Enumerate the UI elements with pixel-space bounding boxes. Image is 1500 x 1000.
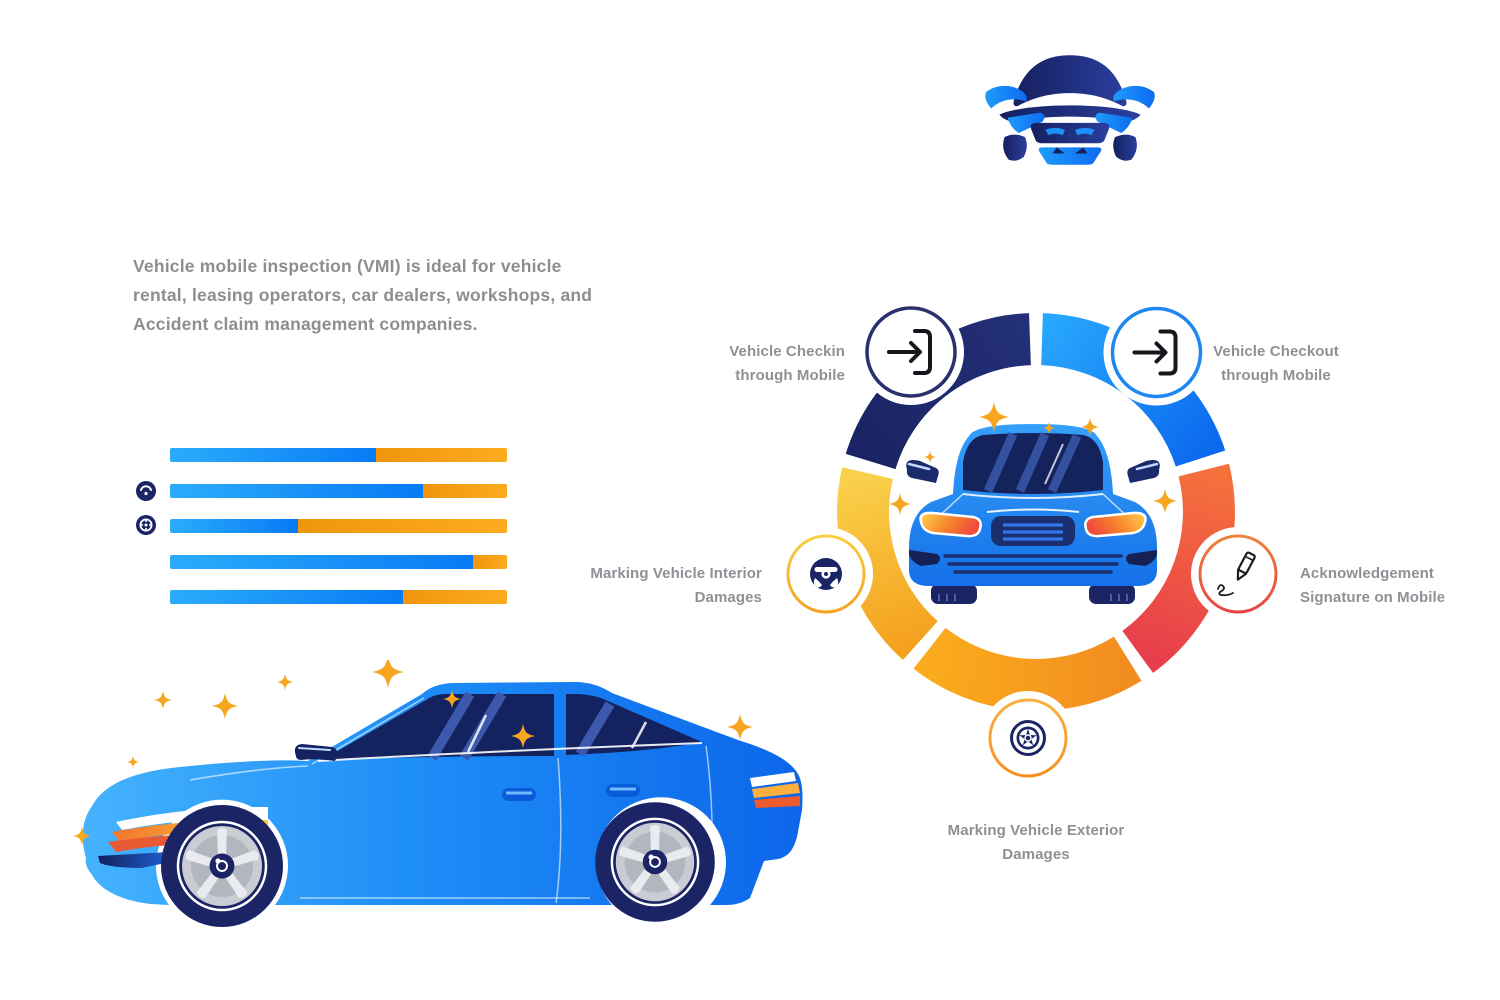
tire-icon — [1010, 720, 1046, 756]
front-wheel — [161, 805, 283, 927]
sparkle-icon — [73, 660, 753, 845]
bar-segment-orange — [298, 519, 507, 533]
bar-segment-orange — [422, 483, 507, 498]
intro-line: Vehicle mobile inspection (VMI) is ideal… — [133, 255, 562, 276]
wheel-icon — [136, 515, 156, 535]
bar-segment-orange — [375, 448, 507, 462]
car-front-logo — [985, 55, 1155, 165]
bar-row — [170, 554, 507, 569]
signature-pen-icon — [1217, 551, 1256, 597]
bar-segment-orange — [473, 554, 507, 569]
bar-row — [170, 483, 507, 498]
bar-segment-orange — [402, 590, 507, 604]
steering-wheel-icon — [810, 558, 842, 590]
label-vehicle-checkout: Vehicle Checkout through Mobile — [1213, 343, 1339, 384]
intro-text: Vehicle mobile inspection (VMI) is ideal… — [133, 252, 592, 339]
vmi-bar-chart — [170, 448, 507, 604]
label-exterior-damages: Marking Vehicle Exterior Damages — [947, 822, 1125, 863]
rear-wheel — [595, 802, 715, 922]
bar-segment-blue — [170, 590, 403, 604]
intro-line: rental, leasing operators, car dealers, … — [133, 284, 593, 305]
label-interior-damages: Marking Vehicle Interior Damages — [590, 565, 762, 606]
badge-checkin — [858, 299, 964, 405]
bar-row — [170, 519, 507, 533]
label-vehicle-checkin: Vehicle Checkin through Mobile — [729, 343, 845, 384]
label-acknowledgement-signature: Acknowledgement Signature on Mobile — [1300, 565, 1446, 606]
badge-interior — [779, 527, 873, 621]
badge-exterior — [981, 691, 1075, 785]
badge-signature — [1191, 527, 1285, 621]
car-side-illustration — [73, 660, 803, 927]
login-arrow-icon — [887, 329, 932, 375]
vmi-cycle-diagram — [779, 299, 1285, 785]
bar-segment-blue — [170, 483, 423, 498]
badge-checkout — [1103, 299, 1210, 406]
center-car-illustration — [889, 402, 1177, 604]
bar-row — [170, 448, 507, 462]
gauge-icon — [136, 481, 156, 501]
intro-line: Accident claim management companies. — [133, 313, 478, 334]
bar-row — [170, 590, 507, 604]
bar-segment-blue — [170, 554, 474, 569]
bar-segment-blue — [170, 448, 376, 462]
bar-segment-blue — [170, 519, 299, 533]
segment-exterior — [913, 627, 1142, 711]
login-arrow-icon — [1132, 329, 1178, 376]
